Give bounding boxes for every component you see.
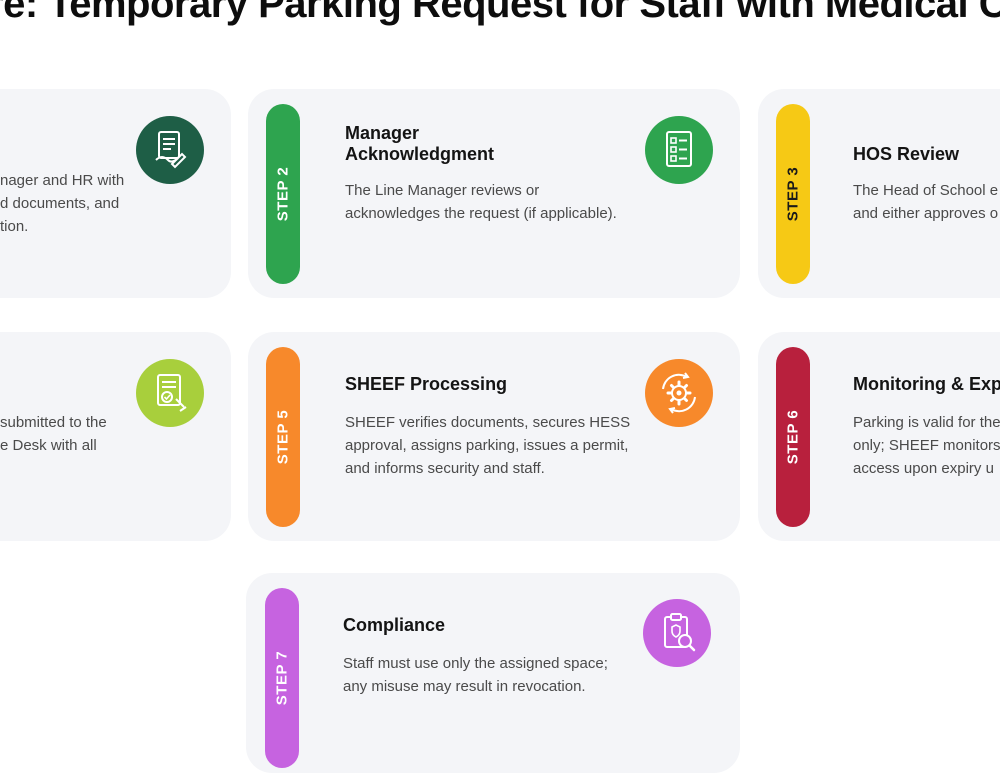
step-4-card: submitted to the e Desk with all [0,332,231,541]
step-7-description: Staff must use only the assigned space; … [343,655,608,695]
page-title: re: Temporary Parking Request for Staff … [0,0,1000,26]
document-signature-icon [136,116,204,184]
step-6-badge: STEP 6 [776,347,810,527]
compliance-clipboard-icon [643,599,711,667]
step-6-card: STEP 6 Monitoring & Exp Parking is valid… [758,332,1000,541]
gear-cycle-icon [645,359,713,427]
step-7-card: STEP 7 Compliance Staff must use only th… [246,573,740,773]
step-4-description: submitted to the e Desk with all [0,414,107,454]
submitted-document-icon [136,359,204,427]
step-3-card: STEP 3 HOS Review The Head of School e a… [758,89,1000,298]
step-1-description: nager and HR with d documents, and tion. [0,172,125,235]
step-2-card: STEP 2 Manager Acknowledgment The Line M… [248,89,740,298]
checklist-icon [645,116,713,184]
step-7-title: Compliance [343,615,446,635]
step-2-badge: STEP 2 [266,104,300,284]
step-3-description: The Head of School e and either approves… [853,182,999,222]
step-2-description: The Line Manager reviews or acknowledges… [345,182,617,222]
step-1-card: nager and HR with d documents, and tion. [0,89,231,298]
step-7-badge: STEP 7 [265,588,299,768]
step-5-description: SHEEF verifies documents, secures HESS a… [345,414,631,477]
step-6-description: Parking is valid for the only; SHEEF mon… [853,414,1000,477]
step-2-title: Manager Acknowledgment [345,123,495,164]
step-3-badge: STEP 3 [776,104,810,284]
step-3-title: HOS Review [853,144,960,164]
step-6-title: Monitoring & Exp [853,374,1000,394]
step-5-badge: STEP 5 [266,347,300,527]
step-5-title: SHEEF Processing [345,374,508,394]
step-5-card: STEP 5 SHEEF Processing SHEEF verifies d… [248,332,740,541]
